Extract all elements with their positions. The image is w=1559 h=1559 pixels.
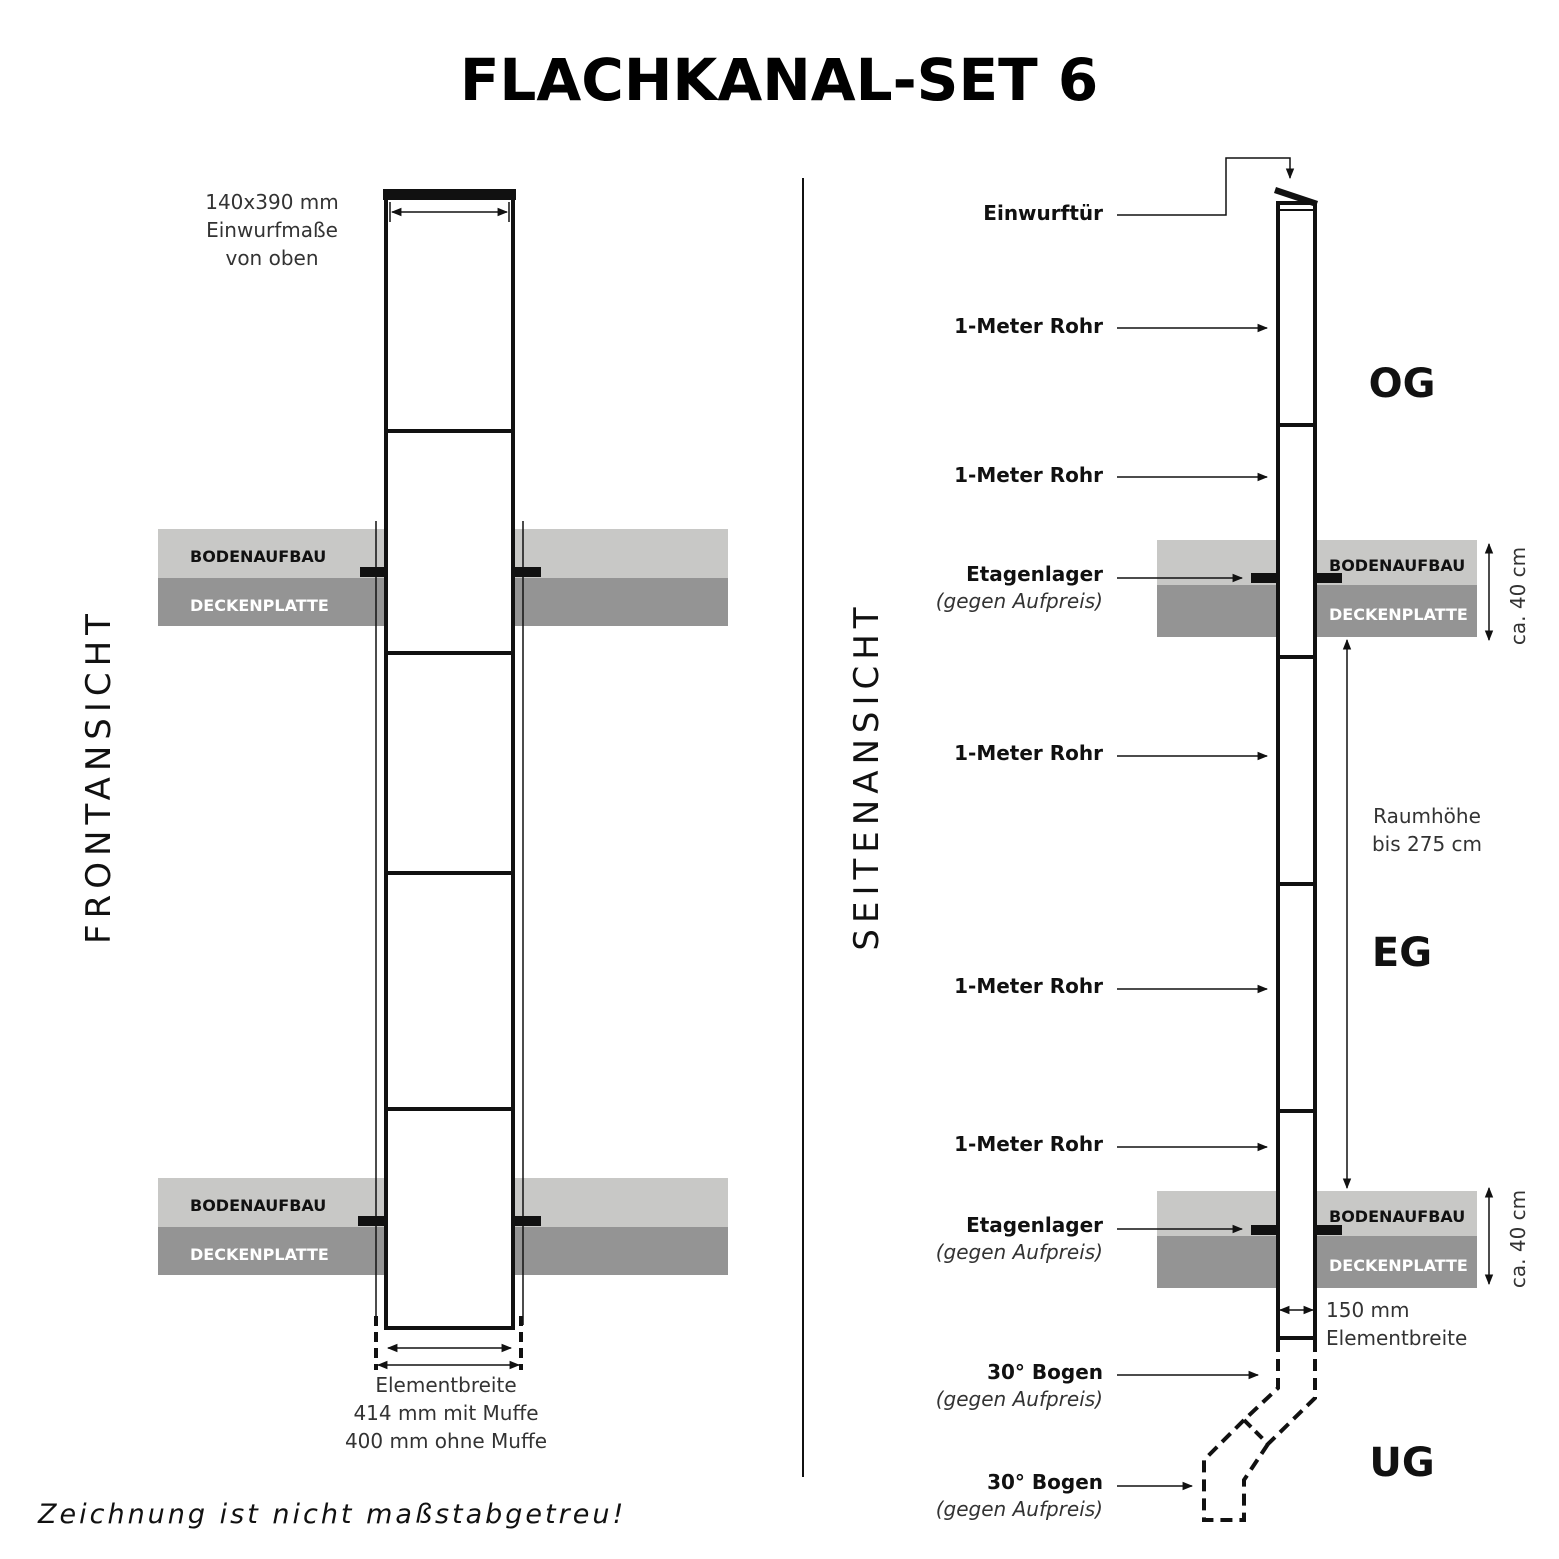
callout-sublabel-aufpreis: (gegen Aufpreis): [936, 1497, 1103, 1521]
element-width-label-line-2: Elementbreite: [1326, 1326, 1467, 1350]
front-view-label: FRONTANSICHT: [79, 608, 119, 944]
callout-label-bogen: 30° Bogen: [987, 1360, 1103, 1384]
callout-sublabel-aufpreis: (gegen Aufpreis): [936, 589, 1103, 613]
callout-label-rohr: 1-Meter Rohr: [954, 463, 1103, 487]
front-view: BODENAUFBAU DECKENPLATTE BODENAUFBAU DEC…: [79, 189, 728, 1453]
front-bottom-dimension-line-3: 400 mm ohne Muffe: [345, 1429, 547, 1453]
side-band-upper-top-label: BODENAUFBAU: [1329, 556, 1465, 575]
bend-joint-dashed: [1242, 1418, 1270, 1446]
side-bracket-left: [1251, 573, 1278, 583]
front-top-cap: [383, 189, 516, 200]
page-title: FLACHKANAL-SET 6: [460, 46, 1098, 114]
front-bottom-dimension-line-2: 414 mm mit Muffe: [353, 1401, 538, 1425]
callout-sublabel-aufpreis: (gegen Aufpreis): [936, 1240, 1103, 1264]
side-band-lower-top-label: BODENAUFBAU: [1329, 1207, 1465, 1226]
side-column: [1276, 201, 1317, 1340]
side-view: BODENAUFBAU DECKENPLATTE BODENAUFBAU DEC…: [847, 157, 1530, 1522]
floor-label-og: OG: [1369, 361, 1436, 407]
side-bracket-right: [1315, 1225, 1342, 1235]
band-height-label: ca. 40 cm: [1506, 1190, 1530, 1288]
element-width-label-line-1: 150 mm: [1326, 1298, 1410, 1322]
callout-label-etagenlager: Etagenlager: [966, 1213, 1103, 1237]
side-bracket-right: [1315, 573, 1342, 583]
callout-label-rohr: 1-Meter Rohr: [954, 741, 1103, 765]
callout-label-rohr: 1-Meter Rohr: [954, 314, 1103, 338]
callout-label-rohr: 1-Meter Rohr: [954, 1132, 1103, 1156]
floor-label-ug: UG: [1369, 1440, 1434, 1486]
front-band-lower-top-label: BODENAUFBAU: [190, 1196, 326, 1215]
einwurftuer-leader: [1117, 157, 1295, 216]
side-bracket-left: [1251, 1225, 1278, 1235]
bend-30-upper-dashed: [1242, 1340, 1317, 1446]
callout-label-etagenlager: Etagenlager: [966, 562, 1103, 586]
front-bracket-right: [513, 1216, 541, 1226]
front-bottom-dimension-line-1: Elementbreite: [375, 1373, 516, 1397]
side-band-lower-bottom-label: DECKENPLATTE: [1329, 1256, 1468, 1275]
bend-30-lower-dashed: [1202, 1418, 1270, 1522]
front-top-dimension-line-1: 140x390 mm: [205, 190, 339, 214]
side-band-upper-bottom-label: DECKENPLATTE: [1329, 605, 1468, 624]
front-top-dimension-line-2: Einwurfmaße: [206, 218, 338, 242]
front-bracket-right: [513, 567, 541, 577]
front-band-upper-bottom-label: DECKENPLATTE: [190, 596, 329, 615]
band-height-label: ca. 40 cm: [1506, 547, 1530, 645]
front-bracket-left: [358, 1216, 386, 1226]
front-top-dimension-line-3: von oben: [225, 246, 318, 270]
front-band-upper-top-label: BODENAUFBAU: [190, 547, 326, 566]
room-height-label-line-1: Raumhöhe: [1373, 804, 1481, 828]
callout-label-bogen: 30° Bogen: [987, 1470, 1103, 1494]
callout-label-einwurftuer: Einwurftür: [983, 201, 1103, 225]
callout-sublabel-aufpreis: (gegen Aufpreis): [936, 1387, 1103, 1411]
front-band-lower-bottom-label: DECKENPLATTE: [190, 1245, 329, 1264]
front-column: [384, 191, 515, 1330]
floor-label-eg: EG: [1372, 930, 1432, 976]
front-bracket-left: [360, 567, 386, 577]
einwurf-door-flap: [1274, 187, 1318, 207]
side-view-label: SEITENANSICHT: [847, 601, 887, 950]
room-height-label-line-2: bis 275 cm: [1372, 832, 1482, 856]
scale-note: Zeichnung ist nicht maßstabgetreu!: [37, 1499, 626, 1530]
callout-label-rohr: 1-Meter Rohr: [954, 974, 1103, 998]
